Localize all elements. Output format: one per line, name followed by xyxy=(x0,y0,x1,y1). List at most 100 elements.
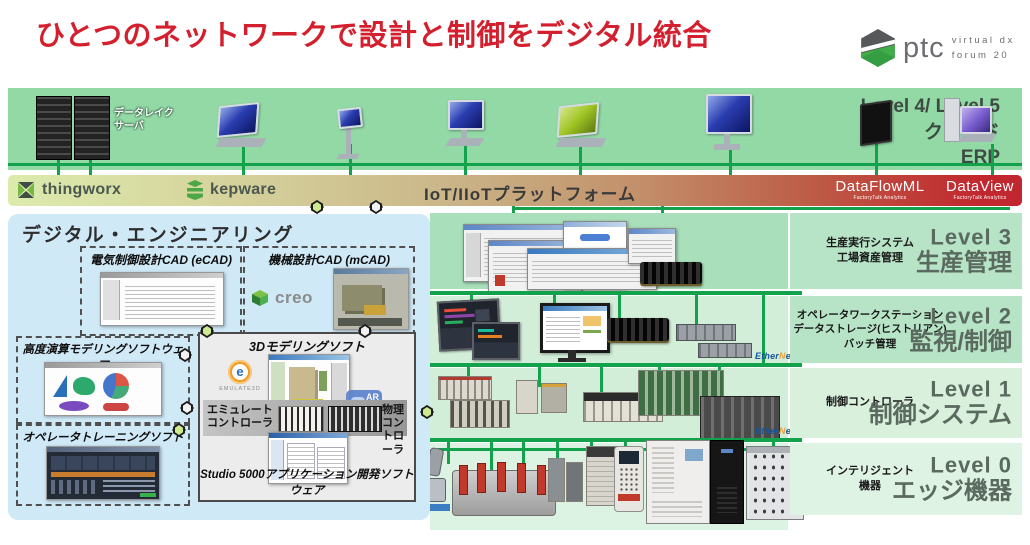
io-module-icon xyxy=(516,380,538,414)
ptc-event-label: virtual dx forum 20 xyxy=(951,34,1015,61)
connector-node xyxy=(176,346,194,364)
ptc-hexagon-icon xyxy=(861,29,895,67)
laptop-icon xyxy=(215,101,267,147)
level1-title: Level 1 制御システム xyxy=(868,376,1012,429)
desktop-icon xyxy=(445,100,485,146)
operator-training-screenshot xyxy=(46,446,160,500)
server-rack-icon xyxy=(36,96,72,160)
emulate3d-icon: e xyxy=(232,364,248,380)
workstation-icon xyxy=(944,98,997,142)
io-module-icon xyxy=(541,383,567,413)
dataflowml-caption: FactoryTalk Analytics xyxy=(853,195,907,201)
level0-block: インテリジェント 機器 Level 0 エッジ機器 xyxy=(790,443,1022,515)
hmi-panel-icon xyxy=(472,322,520,360)
level2-title: Level 2 監視/制御 xyxy=(909,303,1012,356)
level3-top-bus-line xyxy=(513,207,1010,210)
plc-rack-icon xyxy=(438,376,492,400)
emulated-controller-icon xyxy=(278,406,324,432)
drive-cabinet-icon xyxy=(710,440,744,524)
network-stem xyxy=(553,295,556,307)
network-stem xyxy=(538,367,541,387)
industrial-pc-icon xyxy=(698,343,752,358)
level2-description: オペレータワークステーション データストレージ(ヒストリアン) バッチ管理 xyxy=(793,309,947,350)
creo-cube-icon xyxy=(252,290,268,306)
advanced-modeling-box: 高度演算モデリングソフトウェア xyxy=(16,336,190,424)
network-stem xyxy=(89,148,92,176)
level3-block: 生産実行システム 工場資産管理 Level 3 生産管理 xyxy=(790,213,1022,289)
mes-software-window xyxy=(628,228,676,264)
level3-description: 生産実行システム 工場資産管理 xyxy=(826,236,914,264)
creo-wordmark: creo xyxy=(275,288,313,307)
kepware-logo: kepware xyxy=(186,180,276,200)
level0-description: インテリジェント 機器 xyxy=(826,464,914,492)
iot-platform-band xyxy=(8,175,1022,206)
network-stem xyxy=(991,144,994,176)
controller-chassis-icon xyxy=(700,396,780,440)
flat-display-icon xyxy=(860,99,892,147)
network-stem xyxy=(695,295,698,327)
network-stem xyxy=(242,144,245,176)
studio5000-label: Studio 5000アプリケーション開発ソフトウェア xyxy=(200,469,414,497)
network-stem xyxy=(618,295,621,321)
network-stem xyxy=(467,367,470,381)
modeling-screenshot xyxy=(44,362,162,416)
network-stem xyxy=(556,442,559,458)
level3-level2-bus-line xyxy=(430,291,802,295)
network-stem xyxy=(729,144,732,176)
page-title: ひとつのネットワークで設計と制御をデジタル統合 xyxy=(36,20,712,52)
modeling3d-label: 3Dモデリングソフト xyxy=(249,340,365,354)
mcad-box: 機械設計CAD (mCAD) creo xyxy=(243,246,415,336)
connector-node xyxy=(170,421,188,439)
ecad-box: 電気制御設計CAD (eCAD) xyxy=(80,246,242,336)
dataflowml-logo: DataFlowML FactoryTalk Analytics xyxy=(828,179,932,201)
network-stem xyxy=(600,367,603,395)
thingworx-wordmark: thingworx xyxy=(42,181,122,198)
io-module-icon xyxy=(450,400,510,428)
thingworx-icon xyxy=(18,182,34,198)
thingworx-logo: thingworx xyxy=(16,180,121,200)
ecad-label: 電気制御設計CAD (eCAD) xyxy=(90,253,232,267)
level1-block: 制御コントローラ Level 1 制御システム xyxy=(790,368,1022,438)
dataflowml-wordmark: DataFlowML xyxy=(835,178,925,195)
datalake-server-label: データレイク サーバ xyxy=(114,108,174,132)
ptc-logo: ptc virtual dx forum 20 xyxy=(860,28,1015,68)
drive-cabinet-icon xyxy=(646,440,710,524)
kepware-wordmark: kepware xyxy=(210,181,277,198)
network-stem xyxy=(464,144,467,176)
level1-level0-bus-line xyxy=(430,438,802,442)
monitor-icon xyxy=(706,94,752,150)
modeling3d-box: 3Dモデリングソフト e EMULATE3D AR VR エミュレート コントロ… xyxy=(198,332,416,502)
physical-controller-label: 物理 コントローラ xyxy=(382,404,404,456)
laptop-green-icon xyxy=(555,101,607,147)
server-rack-icon xyxy=(74,96,110,160)
dataview-wordmark: DataView xyxy=(946,178,1014,195)
kiosk-icon xyxy=(336,106,363,159)
ptc-wordmark: ptc xyxy=(903,31,945,64)
industrial-pc-icon xyxy=(676,324,736,341)
level1-description: 制御コントローラ xyxy=(826,396,914,409)
network-stem xyxy=(579,144,582,176)
drive-icon xyxy=(566,462,583,502)
level45-bus-line xyxy=(8,163,1022,166)
emulate3d-logo: e EMULATE3D xyxy=(212,360,268,392)
drive-icon xyxy=(548,458,565,502)
dataview-logo: DataView FactoryTalk Analytics xyxy=(938,179,1022,201)
connector-node xyxy=(418,403,436,421)
storage-array-icon xyxy=(640,262,702,286)
network-stem xyxy=(349,144,352,176)
network-stem xyxy=(522,442,525,464)
studio5000-screenshot xyxy=(268,432,348,484)
digital-engineering-title: デジタル・エンジニアリング xyxy=(22,225,295,246)
connector-node xyxy=(198,322,216,340)
dataview-caption: FactoryTalk Analytics xyxy=(953,195,1007,201)
ar-label: AR xyxy=(366,392,379,402)
mcad-label: 機械設計CAD (mCAD) xyxy=(268,253,390,267)
level3-title: Level 3 生産管理 xyxy=(916,224,1012,277)
level0-title: Level 0 エッジ機器 xyxy=(892,452,1012,505)
connector-node xyxy=(367,198,385,216)
network-stem xyxy=(57,148,60,176)
emulated-controller-label: エミュレート コントローラ xyxy=(207,404,273,430)
connector-node xyxy=(356,322,374,340)
powerflex-drive-icon xyxy=(614,446,644,512)
